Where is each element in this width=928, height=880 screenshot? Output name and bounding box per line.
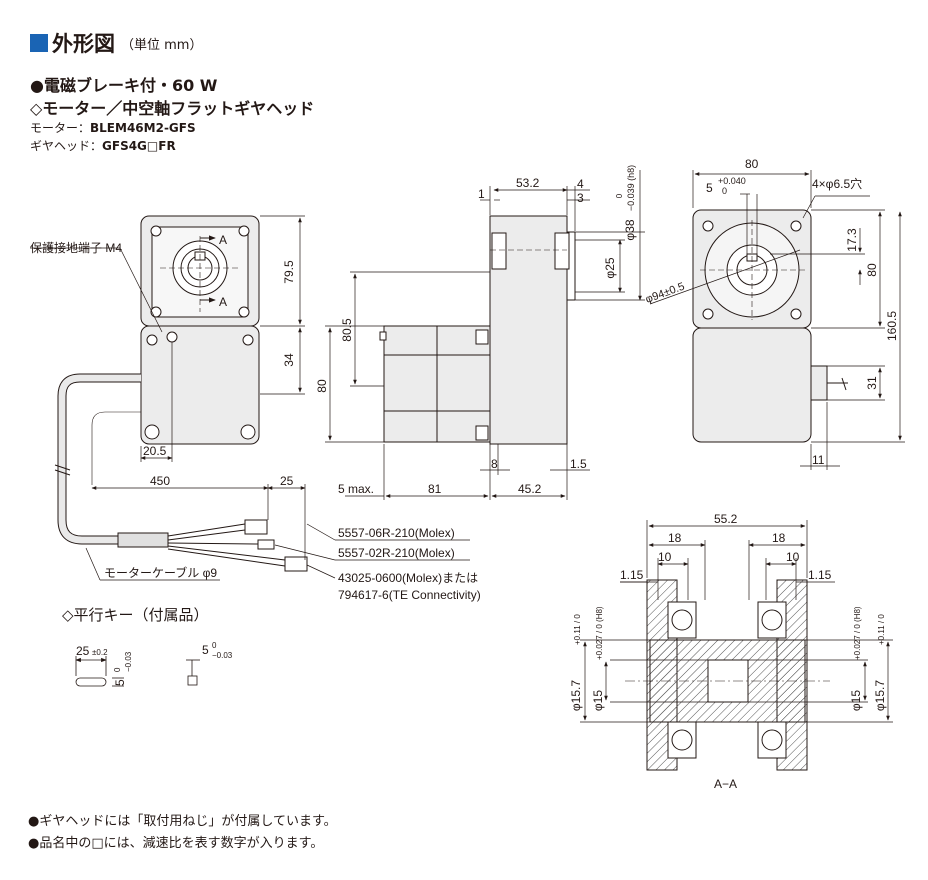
- dim-phi94: φ94±0.5: [644, 281, 686, 306]
- dim-phi38-tol: −0.039 (h8): [626, 165, 636, 211]
- section-aa: [625, 579, 830, 771]
- dim-phi15-7-left-tol: +0.11 / 0: [573, 614, 582, 645]
- dim-5max: 5 max.: [338, 482, 374, 496]
- dim-phi38-tol-upper: 0: [615, 193, 624, 198]
- dim-18-left: 18: [668, 531, 682, 545]
- dim-phi15-left: φ15: [591, 690, 605, 711]
- key-length: 25: [76, 644, 90, 658]
- dim-80-vertical: 80: [865, 263, 879, 277]
- dim-20-5: 20.5: [143, 444, 167, 458]
- note-screws: ●ギヤヘッドには「取付用ねじ」が付属しています。: [28, 814, 337, 829]
- gear-label: ギヤヘッド：: [30, 139, 103, 153]
- dim-80-5: 80.5: [340, 318, 354, 342]
- dim-1: 1: [478, 187, 485, 201]
- key-width-tol2: −0.03: [124, 651, 133, 672]
- title-text: 外形図: [52, 32, 115, 56]
- dim-80-side: 80: [315, 379, 329, 393]
- section-a-top: A: [219, 233, 227, 247]
- right-view-dims: [649, 170, 905, 470]
- unit-label: （単位 mm）: [121, 37, 203, 53]
- dim-3: 3: [577, 191, 584, 205]
- front-view: [54, 215, 308, 572]
- dim-5-key: 5: [706, 181, 713, 195]
- dim-31: 31: [865, 376, 879, 390]
- front-view-dims: [30, 215, 470, 581]
- dim-34: 34: [282, 353, 296, 367]
- gear-value: GFS4G□FR: [102, 139, 176, 153]
- section-dims: [580, 520, 893, 723]
- note-ratio: ●品名中の□には、減速比を表す数字が入ります。: [28, 836, 324, 851]
- model-heading: ●電磁ブレーキ付・60 W: [30, 76, 218, 95]
- dim-phi15-right: φ15: [849, 690, 863, 711]
- motor-line: モーター：BLEM46M2-GFS: [30, 119, 196, 136]
- key-width-tol1: 0: [113, 667, 122, 672]
- dim-4: 4: [577, 177, 584, 191]
- cable-label: モーターケーブル φ9: [104, 565, 217, 580]
- side-view-dims: [325, 170, 645, 500]
- dim-phi15-right-tol: +0.027 / 0 (H8): [853, 606, 862, 660]
- dim-phi38: φ38: [623, 219, 637, 240]
- dim-25-cable: 25: [280, 474, 294, 488]
- dim-11: 11: [812, 453, 825, 467]
- dim-17-3: 17.3: [845, 228, 859, 252]
- side-view: [379, 215, 576, 445]
- key-drawing: [75, 656, 200, 687]
- model-subtitle: ◇モーター／中空軸フラットギヤヘッド: [30, 99, 315, 118]
- right-view: [692, 209, 848, 443]
- gear-line: ギヤヘッド：GFS4G□FR: [30, 137, 176, 154]
- key-heading: ◇平行キー（付属品）: [62, 606, 209, 624]
- key-height-tol1: 0: [212, 641, 217, 650]
- dim-18-right: 18: [772, 531, 786, 545]
- connector-2: 5557-02R-210(Molex): [338, 546, 455, 560]
- section-a-bottom: A: [219, 295, 227, 309]
- dim-phi15-7-right: φ15.7: [873, 680, 887, 711]
- key-height: 5: [202, 643, 209, 657]
- dim-phi25: φ25: [603, 257, 617, 278]
- dim-10-right: 10: [786, 550, 800, 564]
- motor-label: モーター：: [30, 121, 91, 135]
- dim-450: 450: [150, 474, 170, 488]
- connector-3a: 43025-0600(Molex)または: [338, 571, 478, 585]
- key-width: 5: [113, 679, 127, 686]
- connector-1: 5557-06R-210(Molex): [338, 526, 455, 540]
- connector-3b: 794617-6(TE Connectivity): [338, 588, 481, 602]
- key-length-tol: ±0.2: [92, 648, 108, 657]
- dim-phi15-7-right-tol: +0.11 / 0: [877, 614, 886, 645]
- dim-45-2: 45.2: [518, 482, 542, 496]
- holes-label: 4×φ6.5穴: [812, 176, 862, 191]
- dim-1-15-right: 1.15: [808, 568, 832, 582]
- title-square-icon: [30, 34, 48, 52]
- page-title: 外形図 （単位 mm）: [30, 28, 202, 58]
- motor-body: [140, 325, 260, 445]
- dim-53-2: 53.2: [516, 176, 540, 190]
- dim-79-5: 79.5: [282, 260, 296, 284]
- dim-5-tol-upper: +0.040: [718, 176, 746, 186]
- dim-8: 8: [491, 457, 498, 471]
- dim-5-tol-lower: 0: [722, 186, 727, 196]
- dim-81: 81: [428, 482, 442, 496]
- dim-1-15-left: 1.15: [620, 568, 644, 582]
- ground-terminal-label: 保護接地端子 M4: [30, 240, 122, 255]
- dim-phi15-left-tol: +0.027 / 0 (H8): [595, 606, 604, 660]
- dim-80-top: 80: [745, 157, 759, 171]
- dim-55-2: 55.2: [714, 512, 738, 526]
- dim-160-5: 160.5: [885, 311, 899, 341]
- section-label: A−A: [714, 777, 737, 791]
- motor-value: BLEM46M2-GFS: [90, 121, 196, 135]
- dim-10-left: 10: [658, 550, 672, 564]
- dim-1-5: 1.5: [570, 457, 587, 471]
- dim-phi15-7-left: φ15.7: [569, 680, 583, 711]
- key-height-tol2: −0.03: [212, 651, 233, 660]
